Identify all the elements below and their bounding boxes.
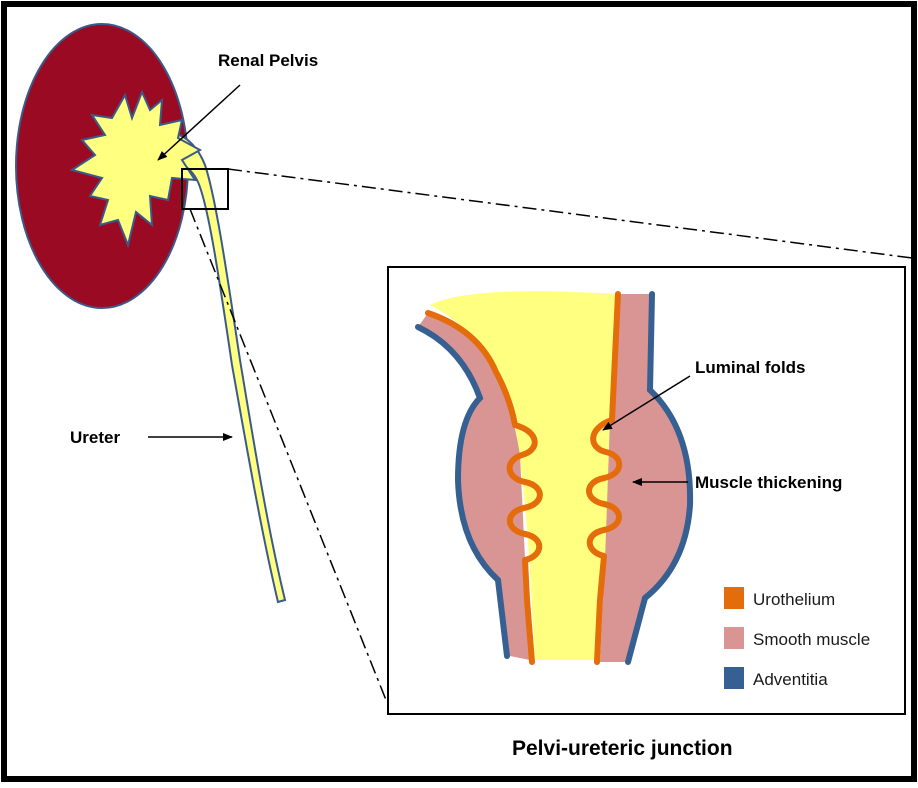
legend-label-urothelium: Urothelium [753, 590, 835, 609]
legend-swatch-adventitia [724, 667, 744, 689]
ureter-label: Ureter [70, 428, 120, 447]
renal-pelvis-label: Renal Pelvis [218, 51, 318, 70]
luminal-folds-label: Luminal folds [695, 358, 806, 377]
legend-swatch-urothelium [724, 587, 744, 609]
diagram-caption: Pelvi-ureteric junction [512, 737, 733, 760]
legend-swatch-smooth-muscle [724, 627, 744, 649]
legend-label-smooth-muscle: Smooth muscle [753, 630, 870, 649]
muscle-thickening-label: Muscle thickening [695, 473, 842, 492]
legend-label-adventitia: Adventitia [753, 670, 828, 689]
